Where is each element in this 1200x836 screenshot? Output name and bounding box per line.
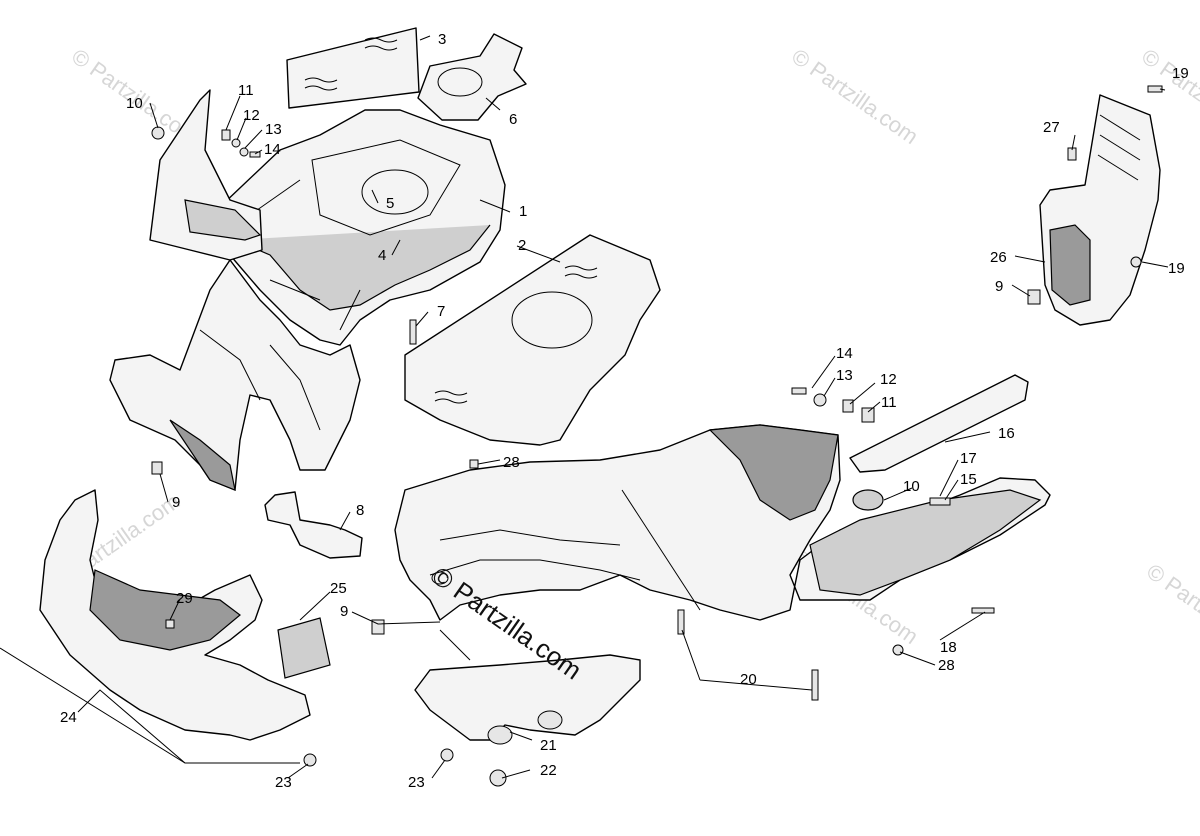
callout-label: 5 — [386, 195, 394, 212]
part-19-bolt — [1130, 256, 1142, 268]
callout-label: 6 — [509, 111, 517, 128]
part-13-washer — [239, 147, 249, 157]
callout-label: 9 — [995, 278, 1003, 295]
part-11-clip — [221, 129, 231, 141]
callout-label: 1 — [519, 203, 527, 220]
callout-label: 19 — [1172, 65, 1189, 82]
callout-label: 28 — [938, 657, 955, 674]
callout-label: 26 — [990, 249, 1007, 266]
callout-label: 10 — [903, 478, 920, 495]
part-11-clip-right — [861, 407, 875, 423]
part-main-lower-pan — [394, 424, 1051, 621]
part-29-bolt — [165, 619, 175, 629]
part-24-front-bumper — [39, 489, 311, 741]
part-23-screw-b — [440, 748, 454, 762]
callout-label: 9 — [172, 494, 180, 511]
part-28-bolt-right — [892, 644, 904, 656]
callout-label: 19 — [1168, 260, 1185, 277]
callout-label: 13 — [265, 121, 282, 138]
callout-label: 3 — [438, 31, 446, 48]
callout-label: 11 — [238, 82, 254, 99]
part-9-clip-left — [151, 461, 163, 475]
part-left-side-panel — [149, 89, 263, 261]
part-25-reflector — [277, 617, 331, 679]
part-front-lower-frame — [109, 259, 361, 491]
callout-label: 4 — [378, 247, 386, 264]
part-22-nut — [489, 769, 507, 787]
part-2-floor-mat — [404, 234, 661, 446]
callout-label: 14 — [836, 345, 853, 362]
callout-labels: 1 2 3 4 5 6 7 8 9 9 9 10 10 11 11 12 12 … — [60, 31, 1189, 791]
callout-label: 13 — [836, 367, 853, 384]
part-21-intake — [414, 654, 641, 745]
callout-label: 8 — [356, 502, 364, 519]
callout-label: 22 — [540, 762, 557, 779]
part-9-clip-right — [1027, 289, 1041, 305]
part-28-bolt — [469, 459, 479, 469]
callout-label: 20 — [740, 671, 757, 688]
part-26-side-panel — [1039, 94, 1161, 326]
part-6-gasket — [417, 33, 527, 121]
watermark-text: © Partzilla.com — [1142, 559, 1200, 665]
callout-label: 16 — [998, 425, 1015, 442]
callout-label: 28 — [503, 454, 520, 471]
part-1-upper-frame — [221, 109, 506, 346]
callout-label: 29 — [176, 590, 193, 607]
part-10-grommet-right — [852, 489, 884, 511]
part-7-fastener — [409, 319, 417, 345]
callout-label: 7 — [437, 303, 445, 320]
callout-label: 11 — [881, 394, 897, 411]
part-8-bracket — [264, 491, 363, 559]
part-20-push-rivet — [677, 609, 685, 635]
part-3-panel — [286, 27, 420, 109]
callout-label: 12 — [880, 371, 897, 388]
part-13-washer-right — [813, 393, 827, 407]
part-17-bracket — [929, 497, 951, 506]
callout-label: 23 — [275, 774, 292, 791]
callout-label: 27 — [1043, 119, 1060, 136]
callout-label: 9 — [340, 603, 348, 620]
part-20-push-rivet-b — [811, 669, 819, 701]
watermark-text: © Partzilla.com — [787, 44, 923, 150]
part-10-grommet — [151, 126, 165, 140]
callout-label: 15 — [960, 471, 977, 488]
part-12-nut — [231, 138, 241, 148]
callout-label: 18 — [940, 639, 957, 656]
part-16-trim-strip — [849, 374, 1029, 473]
callout-label: 17 — [960, 450, 977, 467]
callout-label: 14 — [264, 141, 281, 158]
callout-label: 12 — [243, 107, 260, 124]
callout-label: 10 — [126, 95, 143, 112]
part-18-rod — [971, 607, 995, 614]
part-14-bolt-right — [791, 387, 807, 395]
callout-label: 23 — [408, 774, 425, 791]
callout-label: 25 — [330, 580, 347, 597]
part-14-bolt — [249, 151, 261, 158]
callout-label: 21 — [540, 737, 557, 754]
part-19-bolt-top — [1147, 85, 1163, 93]
callout-label: 24 — [60, 709, 77, 726]
callout-label: 2 — [518, 237, 526, 254]
part-12-clip-right — [842, 399, 854, 413]
leader-lines — [0, 35, 1169, 779]
part-23-screw — [303, 753, 317, 767]
